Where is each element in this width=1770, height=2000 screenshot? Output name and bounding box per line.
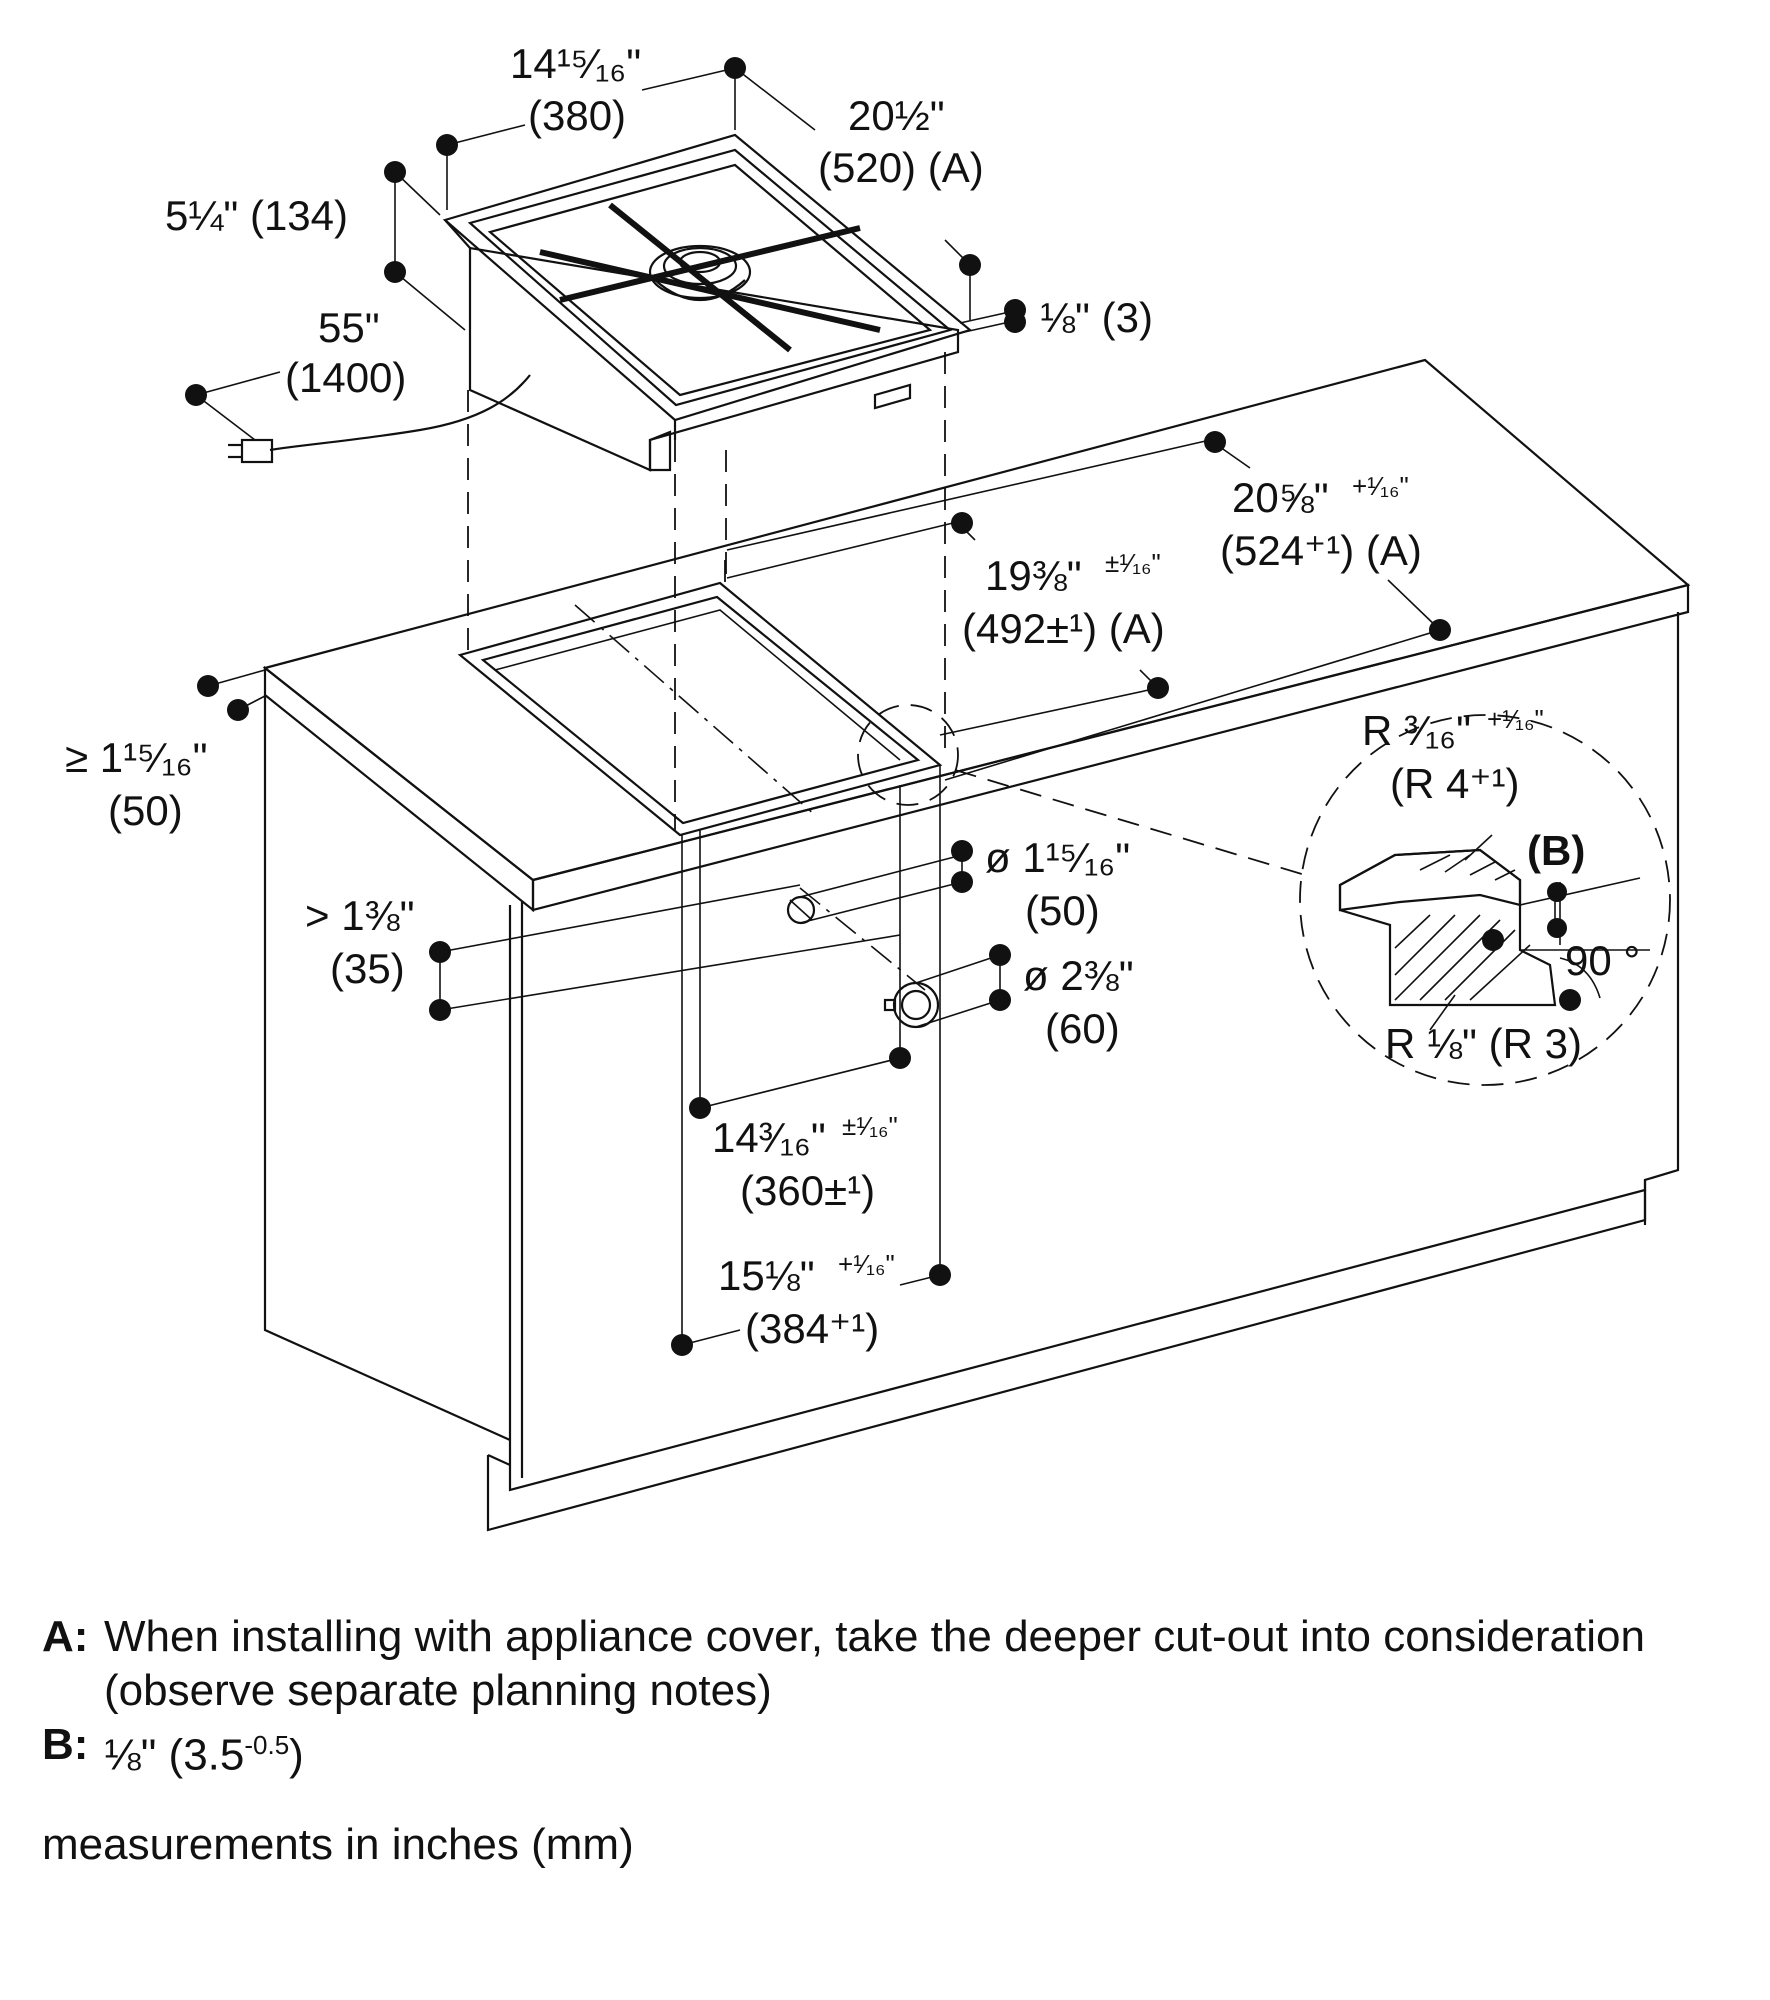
installation-diagram: 14¹⁵⁄₁₆" (380) 20½" (520) (A) 5¼" (134) … xyxy=(65,40,1691,1532)
projection-lines xyxy=(467,352,946,830)
label-b: (B) xyxy=(1527,827,1585,874)
front-mm: (50) xyxy=(108,787,183,834)
cord-mm: (1400) xyxy=(285,354,406,401)
cord-in: 55" xyxy=(318,304,380,351)
cutout xyxy=(457,581,943,991)
depth-in: 20½" xyxy=(848,92,945,139)
cut-inner-mm: (492±¹) (A) xyxy=(962,605,1165,652)
cut-w-inner-tol: ±¹⁄₁₆" xyxy=(842,1111,898,1141)
edge-detail xyxy=(857,704,1671,1086)
height-label: 5¼" (134) xyxy=(165,192,348,239)
cut-w-outer-in: 15⅛" xyxy=(718,1252,815,1299)
cut-inner-tol: ±¹⁄₁₆" xyxy=(1105,548,1161,578)
radius-top-mm: (R 4⁺¹) xyxy=(1390,760,1520,807)
worktop-mm: (35) xyxy=(330,945,405,992)
cut-w-outer-mm: (384⁺¹) xyxy=(745,1305,879,1352)
hole-small-mm: (50) xyxy=(1025,887,1100,934)
front-in: ≥ 1¹⁵⁄₁₆" xyxy=(65,734,208,781)
hole-large-in: ø 2⅜" xyxy=(1023,952,1134,999)
note-b-tail: ) xyxy=(289,1730,304,1780)
note-a-key: A: xyxy=(42,1612,89,1661)
note-b-key: B: xyxy=(42,1720,89,1769)
dimension-dots xyxy=(185,57,1581,1356)
worktop-in: > 1⅜" xyxy=(305,892,415,939)
gas-hob xyxy=(228,133,973,472)
note-a: A: When installing with appliance cover,… xyxy=(42,1610,1692,1718)
note-b-text: ⅛" (3.5-0.5) xyxy=(104,1718,1692,1783)
cut-w-outer-tol: +¹⁄₁₆" xyxy=(838,1249,895,1279)
hole-large-mm: (60) xyxy=(1045,1005,1120,1052)
radius-top-tol: +¹⁄₁₆" xyxy=(1487,704,1544,734)
dimension-labels: 14¹⁵⁄₁₆" (380) 20½" (520) (A) 5¼" (134) … xyxy=(65,40,1640,1352)
lip-label: ⅛" (3) xyxy=(1040,294,1153,341)
installation-holes xyxy=(786,895,940,1029)
width-mm: (380) xyxy=(528,92,626,139)
angle-label: 90 ° xyxy=(1565,937,1640,984)
radius-bottom: R ⅛" (R 3) xyxy=(1385,1020,1582,1067)
note-b-tolerance: -0.5 xyxy=(244,1730,290,1760)
measurements-footer: measurements in inches (mm) xyxy=(42,1820,634,1869)
cabinet xyxy=(262,358,1691,1532)
hole-small-in: ø 1¹⁵⁄₁₆" xyxy=(985,834,1130,881)
notes: A: When installing with appliance cover,… xyxy=(42,1610,1692,1783)
cut-w-inner-in: 14³⁄₁₆" xyxy=(712,1114,826,1161)
cut-outer-tol: +¹⁄₁₆" xyxy=(1352,471,1409,501)
width-in: 14¹⁵⁄₁₆" xyxy=(510,40,641,87)
note-a-text: When installing with appliance cover, ta… xyxy=(104,1612,1645,1715)
cut-inner-in: 19⅜" xyxy=(985,552,1082,599)
plug-icon xyxy=(228,438,274,464)
note-b-value: ⅛" (3.5 xyxy=(104,1730,245,1780)
depth-mm: (520) (A) xyxy=(818,144,984,191)
cut-w-inner-mm: (360±¹) xyxy=(740,1167,875,1214)
note-b: B: ⅛" (3.5-0.5) xyxy=(42,1718,1692,1783)
cut-outer-mm: (524⁺¹) (A) xyxy=(1220,527,1422,574)
dimension-lines xyxy=(195,67,1556,1346)
radius-top-in: R ³⁄₁₆" xyxy=(1362,707,1471,754)
cut-outer-in: 20⅝" xyxy=(1232,474,1329,521)
